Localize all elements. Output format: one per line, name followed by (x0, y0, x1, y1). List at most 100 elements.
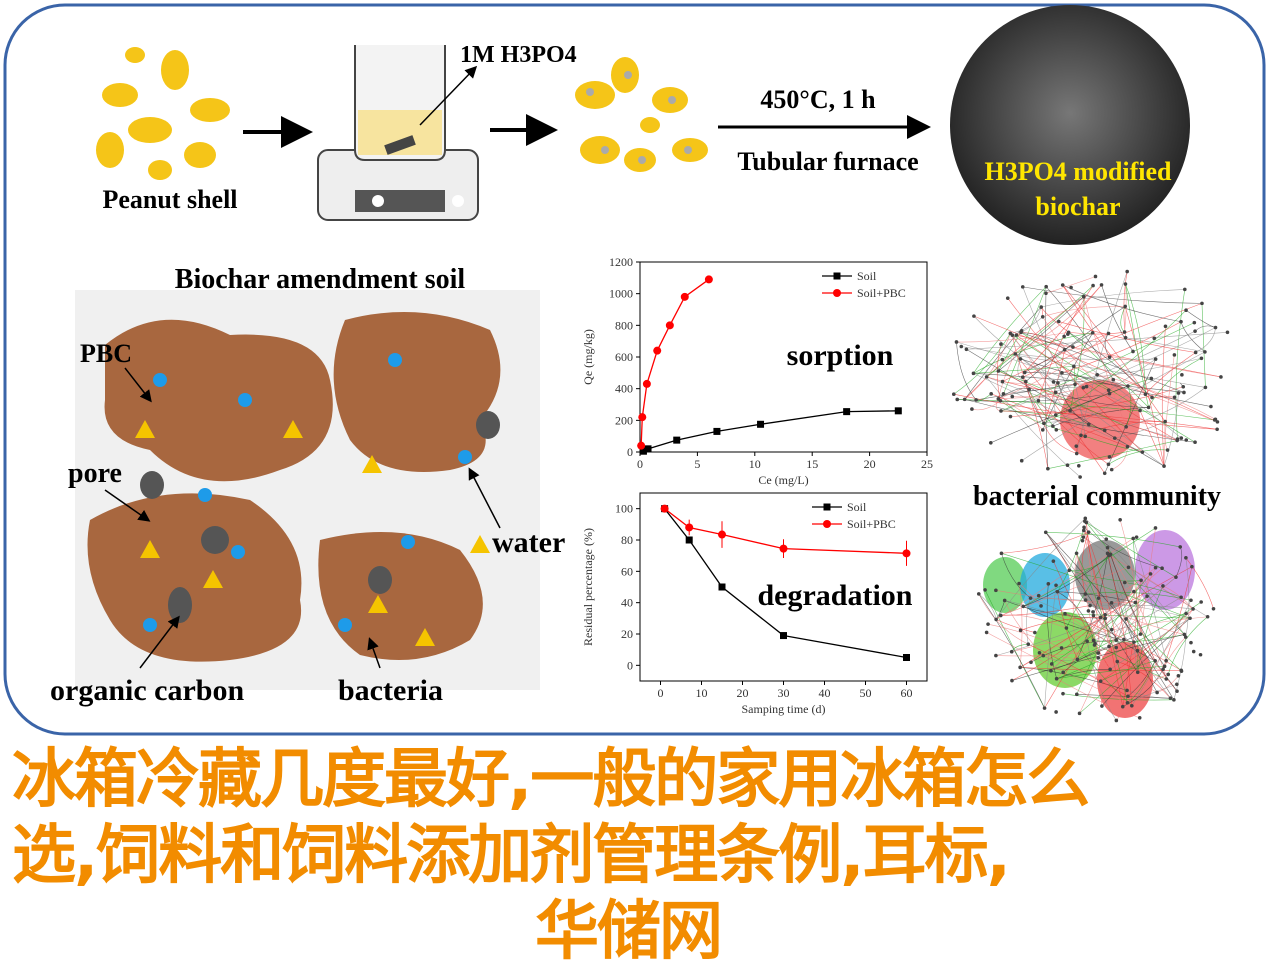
y-axis-label: Residual percentage (%) (581, 528, 595, 646)
network-edge (1045, 532, 1178, 692)
network-node (1192, 320, 1197, 325)
network-edge (1000, 605, 1091, 616)
network-edge (1127, 660, 1156, 704)
network-edge (976, 383, 1076, 401)
network-node (1083, 598, 1088, 602)
network-node (1174, 575, 1178, 579)
data-point (894, 407, 902, 415)
x-axis-label: Samping time (d) (742, 702, 826, 716)
network-node (1062, 347, 1067, 352)
data-point (637, 441, 646, 450)
network-edge (1045, 531, 1181, 548)
network-node (1037, 650, 1042, 655)
network-node (1018, 665, 1022, 670)
network-node (1008, 331, 1013, 336)
network-node (1046, 466, 1050, 471)
network-node (1081, 385, 1086, 390)
network-node (1017, 581, 1021, 586)
network-node (1056, 381, 1060, 385)
network-node (1193, 440, 1197, 445)
network-edge (1090, 604, 1194, 610)
network-edge (998, 330, 1022, 372)
network-node (1182, 632, 1187, 637)
network-node (1046, 582, 1051, 586)
network-edge (1148, 357, 1202, 408)
x-tick-label: 15 (806, 457, 818, 471)
x-axis-label: Ce (mg/L) (758, 473, 808, 487)
network-node (1181, 384, 1186, 389)
network-node (1191, 607, 1195, 611)
pore-label: pore (68, 458, 122, 489)
network-node (1081, 535, 1086, 539)
network-node (1163, 324, 1168, 329)
network-node (1074, 692, 1079, 697)
network-edge (1109, 617, 1191, 670)
network-edge (1083, 527, 1163, 569)
network-node (1022, 370, 1027, 375)
network-edge (1164, 636, 1186, 667)
network-node (1020, 285, 1025, 289)
network-edge (1083, 296, 1127, 427)
network-node (1115, 659, 1120, 664)
arrow-icon (104, 489, 151, 522)
network-node (1143, 392, 1148, 397)
network-node (1191, 649, 1196, 654)
network-node (1100, 704, 1104, 708)
network-node (1075, 657, 1080, 662)
bacteria-label: bacteria (338, 674, 443, 707)
network-node (1018, 628, 1023, 633)
network-edge (1019, 567, 1163, 668)
network-edge (1125, 576, 1177, 620)
network-edge (966, 331, 1228, 350)
network-node (1149, 376, 1154, 381)
network-edge (1043, 655, 1128, 691)
network-node (1013, 352, 1018, 356)
network-node (1091, 610, 1095, 614)
network-node (1051, 380, 1056, 384)
network-node (1077, 463, 1081, 468)
network-node (1054, 710, 1058, 714)
legend-marker (823, 503, 831, 511)
network-node (1083, 592, 1088, 596)
network-node (1049, 662, 1054, 666)
network-node (1098, 615, 1103, 620)
network-edge (973, 315, 1059, 384)
chart-title: sorption (787, 339, 894, 372)
network-node (1138, 408, 1142, 413)
furnace-label: Tubular furnace (737, 147, 918, 176)
network-node (1184, 308, 1188, 313)
network-edge (961, 346, 1206, 388)
network-edge (978, 593, 1029, 645)
network-edge (1062, 646, 1110, 673)
network-node (1067, 568, 1072, 573)
network-edge (1018, 583, 1042, 607)
network-edge (1023, 606, 1135, 643)
network-node (1104, 537, 1109, 541)
network-node (1153, 357, 1158, 361)
network-node (1125, 269, 1129, 274)
legend-marker (833, 272, 841, 280)
y-tick-label: 200 (615, 413, 633, 427)
data-point (757, 420, 765, 428)
network-node (1179, 319, 1183, 324)
network-node (1193, 350, 1198, 355)
y-tick-label: 600 (615, 350, 633, 364)
network-node (1199, 356, 1204, 361)
network-node (1095, 372, 1100, 377)
biochar-label: H3PO4 modified (984, 157, 1172, 186)
network-node (1175, 682, 1179, 687)
network-node (1122, 580, 1127, 585)
network-node (999, 551, 1004, 556)
network-node (1213, 325, 1218, 330)
network-node (1145, 594, 1149, 598)
network-edge (1079, 580, 1142, 714)
x-tick-label: 25 (921, 457, 933, 471)
network-node (986, 622, 990, 626)
network-edge (1101, 618, 1191, 707)
network-node (1131, 536, 1136, 541)
network-node (1193, 329, 1197, 333)
network-edge (1125, 385, 1132, 427)
network-edge (956, 331, 1069, 343)
network-node (1071, 345, 1075, 349)
